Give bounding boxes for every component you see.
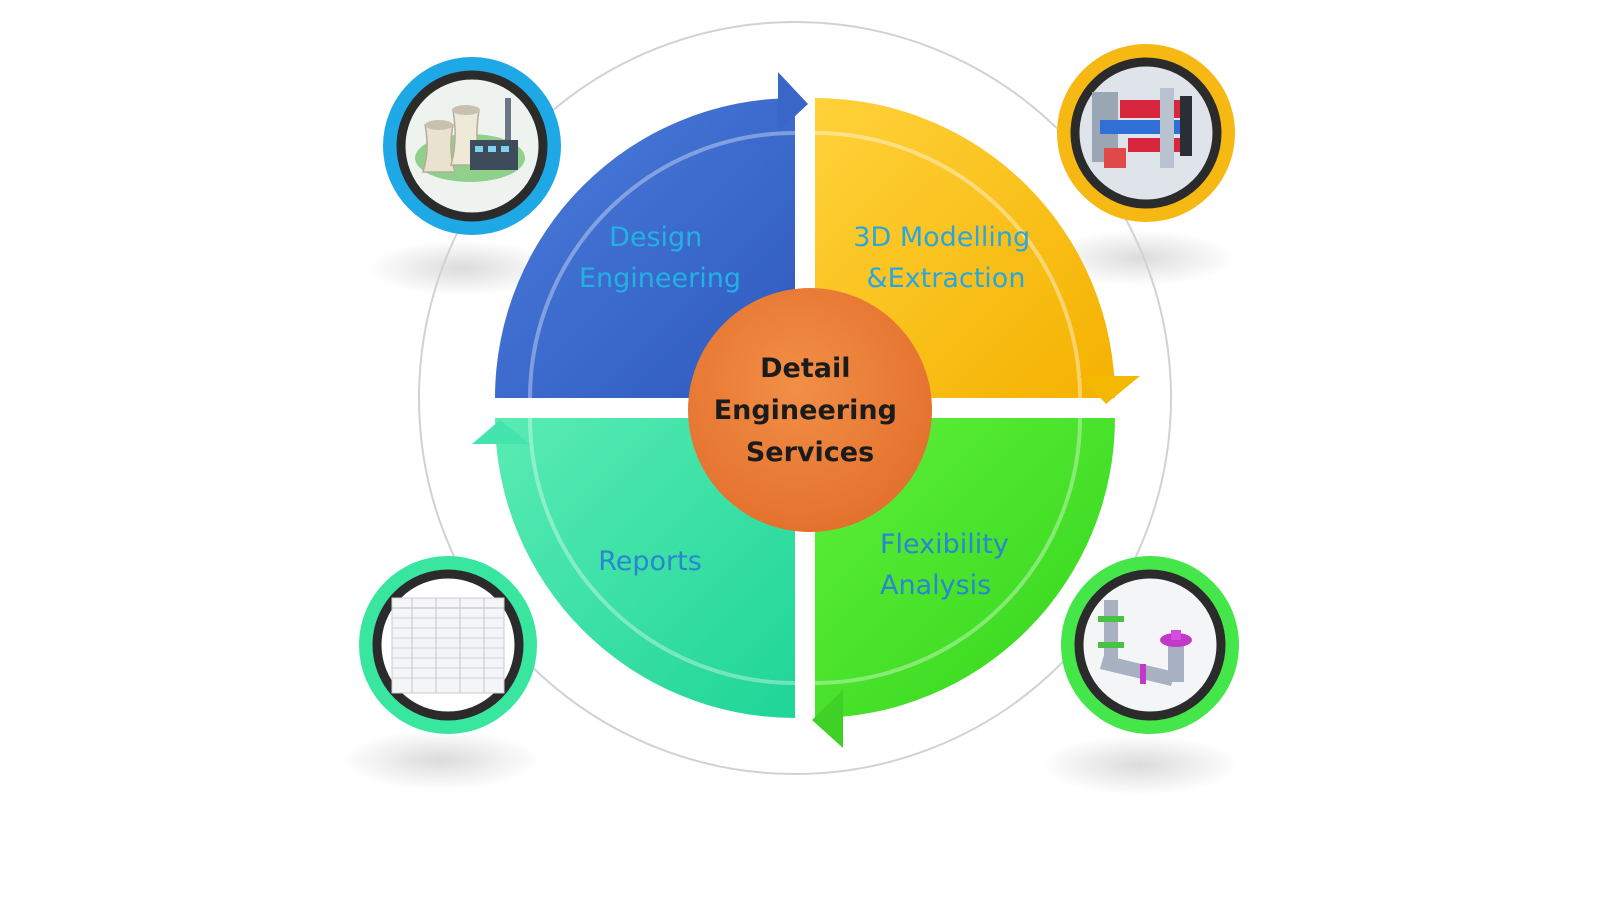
quadrant-label: Reports — [598, 546, 702, 577]
arrow-head — [472, 420, 530, 444]
arrow-head — [812, 690, 843, 748]
badge-shadow — [1045, 230, 1235, 286]
badge-pipe-model — [1061, 556, 1239, 734]
3d-piping-model-icon — [1092, 88, 1192, 168]
spreadsheet-report-icon — [391, 597, 505, 694]
power-plant-icon — [415, 98, 525, 182]
outer-ring — [418, 21, 1172, 775]
center-hub: Detail Engineering Services — [688, 288, 932, 532]
badge-3d-model — [1057, 44, 1235, 222]
center-title: Detail Engineering Services — [714, 353, 907, 468]
quadrant-label: Design Engineering — [579, 222, 741, 294]
badge-shadow — [367, 240, 557, 296]
arrow-head — [1080, 376, 1140, 404]
quadrant-design-engineering[interactable]: Design Engineering — [495, 72, 808, 399]
quadrant-reports[interactable]: Reports — [472, 417, 796, 718]
badge-report — [359, 556, 537, 734]
arrow-head — [778, 72, 808, 132]
pipe-stress-model-icon — [1098, 600, 1192, 686]
badge-shadow — [340, 730, 540, 790]
badge-power-plant — [383, 57, 561, 235]
badge-shadow — [1040, 735, 1240, 795]
quadrant-label: Flexibility Analysis — [880, 529, 1017, 601]
quadrant-label: 3D Modelling &Extraction — [853, 222, 1038, 294]
